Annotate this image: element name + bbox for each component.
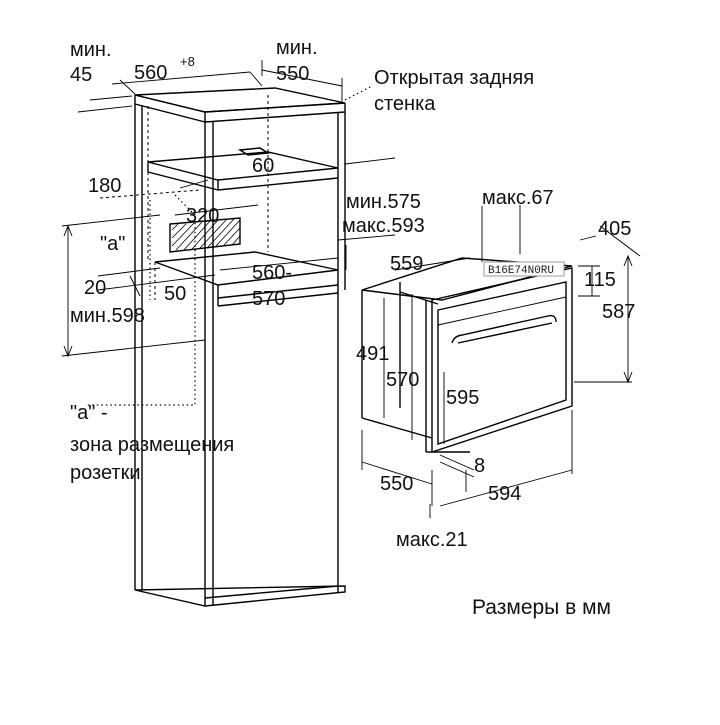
- legend-a-line2: зона размещения: [70, 434, 234, 456]
- oven-dimensions: [361, 205, 641, 518]
- label-open-back-1: Открытая задняя: [374, 67, 534, 89]
- label-45: 45: [70, 64, 92, 86]
- model-badge: B16E74N0RU: [483, 261, 565, 277]
- label-max67: макс.67: [482, 187, 554, 209]
- label-405: 405: [598, 218, 631, 240]
- cabinet-top-board: [134, 87, 346, 113]
- oven-door: [437, 281, 567, 445]
- label-560-tolerance: +8: [180, 54, 195, 69]
- label-open-back-2: стенка: [374, 93, 436, 115]
- label-min-left: мин.: [70, 39, 112, 61]
- label-180: 180: [88, 175, 121, 197]
- oven-front-frame: [431, 267, 573, 453]
- label-550-top: 550: [276, 63, 309, 85]
- label-50: 50: [164, 283, 186, 305]
- label-594: 594: [488, 483, 521, 505]
- legend-a-line1: "a" -: [70, 402, 108, 424]
- label-max21: макс.21: [396, 529, 468, 551]
- model-badge-text: B16E74N0RU: [488, 265, 554, 277]
- label-min598: мин.598: [70, 305, 145, 327]
- legend-a-line3: розетки: [70, 462, 141, 484]
- oven-drawing: [361, 257, 573, 453]
- label-8: 8: [474, 455, 485, 477]
- label-20: 20: [84, 277, 106, 299]
- label-559: 559: [390, 253, 423, 275]
- niche-floor: [154, 251, 339, 286]
- units-note: Размеры в мм: [472, 596, 611, 619]
- zone-a-leader: [85, 194, 196, 406]
- label-zone-a: "a": [100, 233, 125, 255]
- label-570: 570: [386, 369, 419, 391]
- label-560: 560: [134, 62, 167, 84]
- label-491: 491: [356, 343, 389, 365]
- label-min-top: мин.: [276, 37, 318, 59]
- cabinet-drawing: [85, 87, 346, 607]
- vent-opening: [237, 147, 271, 156]
- cabinet-dimensions: [61, 60, 396, 358]
- socket-zone: [169, 217, 241, 253]
- label-595: 595: [446, 387, 479, 409]
- oven-handle: [451, 314, 557, 344]
- label-560-570-b: 570: [252, 288, 285, 310]
- label-320: 320: [186, 205, 219, 227]
- label-587: 587: [602, 301, 635, 323]
- niche-shelf: [147, 151, 339, 181]
- label-560-570-a: 560-: [252, 262, 292, 284]
- label-550-bottom: 550: [380, 473, 413, 495]
- dimension-labels: мин. 45 560 +8 мин. 550 Открытая задняя …: [70, 37, 635, 619]
- label-60: 60: [252, 155, 274, 177]
- label-max593: макс.593: [342, 215, 425, 237]
- label-min575: мин.575: [346, 191, 421, 213]
- label-115: 115: [584, 269, 616, 291]
